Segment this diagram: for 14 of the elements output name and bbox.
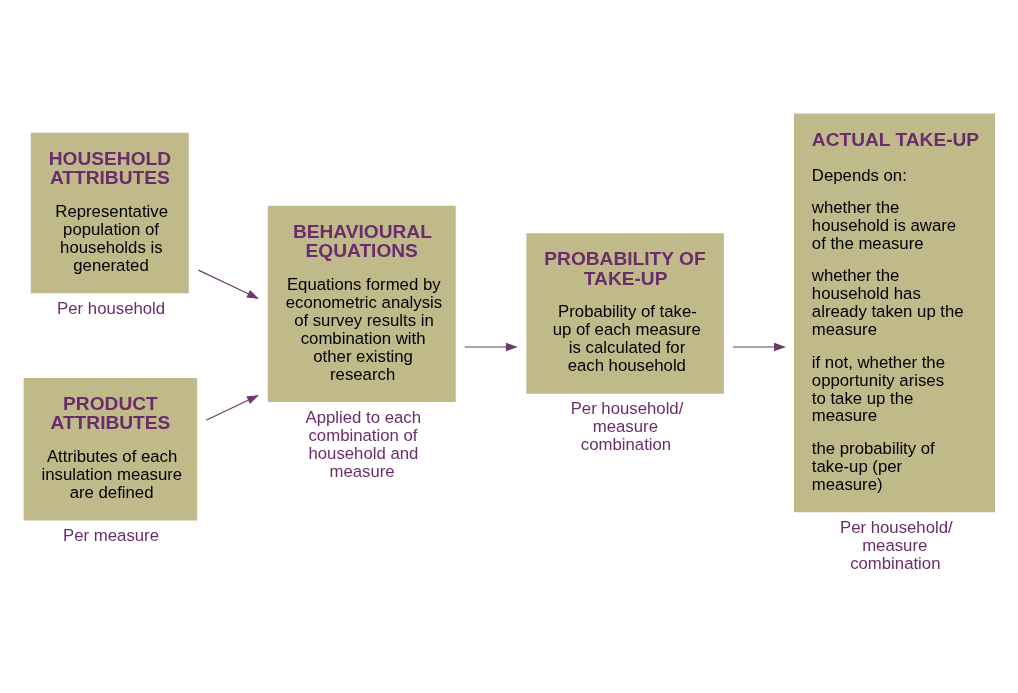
arrow — [464, 342, 518, 351]
node-label: Per household/ measure combination — [839, 517, 953, 573]
node-box: BEHAVIOURAL EQUATIONS Equations formed by econometric analysis of survey results in combination with other existing research — [267, 205, 456, 402]
node-label: Per measure — [63, 525, 159, 545]
node-box: PROBABILITY OF TAKE-UP Probability of take-up of each measure is calculated for each household — [526, 232, 724, 394]
node-box: HOUSEHOLD ATTRIBUTES Representative population of households is generated — [30, 132, 189, 293]
node-label: Per household/ measure combination — [570, 398, 684, 454]
arrow — [197, 269, 260, 299]
arrow — [205, 394, 259, 421]
arrow — [732, 342, 786, 351]
node-label: Applied to each combination of household and measure — [305, 407, 421, 481]
node-box: PRODUCT ATTRIBUTES Attributes of each insulation measure are defined — [23, 377, 198, 521]
node-box: ACTUAL TAKE-UP Depends on: whether the household is aware of the measure whether the household has already taken up the measure if not, whether the opportunity arises to take up the measure the probability of take-up (per measure) — [793, 113, 995, 512]
node-label: Per household — [57, 298, 166, 318]
